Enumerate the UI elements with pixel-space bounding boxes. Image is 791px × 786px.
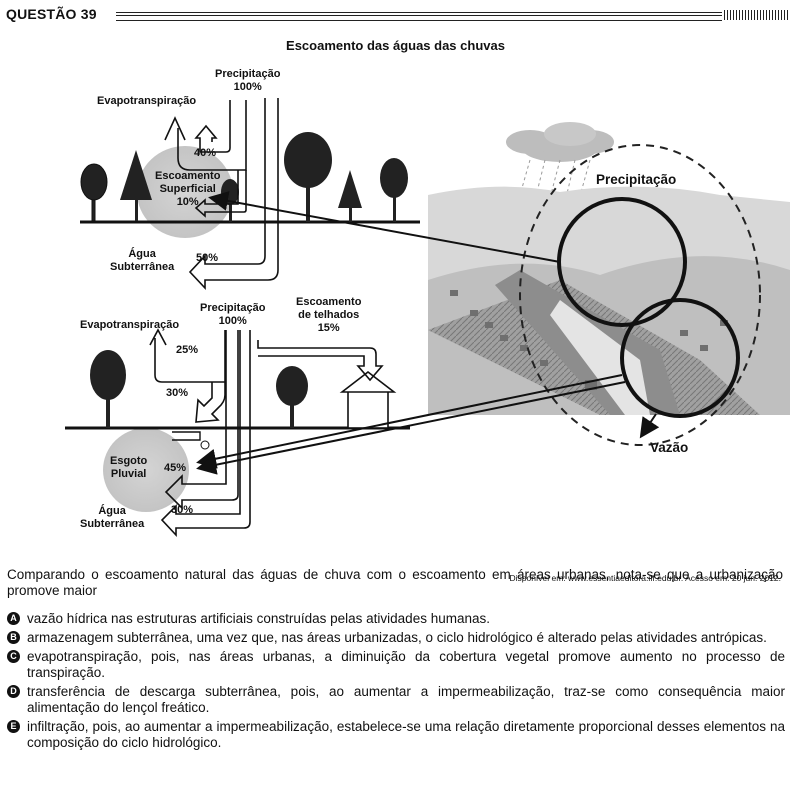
option-letter-badge: C (7, 650, 20, 663)
label-pct: 15% (317, 322, 340, 334)
natural-runoff-label: Escoamento Superficial 10% (155, 170, 220, 209)
runoff-diagram (65, 98, 790, 538)
flow-arrow (639, 413, 660, 439)
label-text: Subterrânea (80, 518, 145, 530)
natural-evapo-label: Evapotranspiração (97, 95, 197, 107)
option-b[interactable]: B armazenagem subterrânea, uma vez que, … (7, 630, 785, 646)
groundwater-arrow (188, 98, 279, 291)
question-number: QUESTÃO 39 (6, 6, 97, 22)
tree-icon (90, 350, 126, 428)
photo-flow-label: Vazão (650, 440, 689, 455)
option-text: evapotranspiração, pois, nas áreas urban… (27, 649, 785, 680)
urban-scene (65, 328, 410, 538)
label-pct: 10% (176, 196, 199, 208)
label-text: Precipitação (215, 68, 281, 80)
storm-sewer-label: Esgoto Pluvial (110, 455, 147, 481)
tree-icon (276, 366, 308, 428)
label-text: Esgoto (110, 455, 148, 467)
urban-groundwater-pct: 30% (171, 504, 194, 516)
infiltration-arrow (195, 382, 226, 423)
house-icon (339, 370, 397, 429)
photo-precipitation-label: Precipitação (596, 172, 677, 187)
option-letter-badge: A (7, 612, 20, 625)
urban-groundwater-label: Água Subterrânea (80, 505, 144, 531)
option-text: transferência de descarga subterrânea, p… (27, 684, 785, 715)
urban-infiltration-pct: 30% (166, 387, 189, 399)
question-stem: Comparando o escoamento natural das água… (7, 567, 783, 598)
option-letter-badge: E (7, 720, 20, 733)
watershed-outline (519, 144, 761, 446)
label-text: de telhados (298, 309, 360, 321)
header-rule (116, 12, 722, 21)
option-text: vazão hídrica nas estruturas artificiais… (27, 611, 490, 626)
question-header: QUESTÃO 39 (6, 6, 788, 26)
natural-groundwater-pct: 50% (196, 252, 219, 264)
tree-icon (284, 132, 332, 222)
label-text: Pluvial (110, 468, 147, 480)
option-letter-badge: B (7, 631, 20, 644)
option-c[interactable]: C evapotranspiração, pois, nas áreas urb… (7, 649, 785, 681)
urban-photo (428, 122, 790, 446)
connector-arrow (196, 374, 623, 469)
answer-options: A vazão hídrica nas estruturas artificia… (7, 611, 785, 754)
option-text: infiltração, pois, ao aumentar a imperme… (27, 719, 785, 750)
label-text: Escoamento (296, 296, 362, 308)
cloud-icon (506, 122, 614, 162)
urban-evapo-label: Evapotranspiração (80, 319, 180, 331)
urban-evapo-pct: 25% (176, 344, 199, 356)
label-text: Água (128, 248, 156, 260)
figure-title: Escoamento das águas das chuvas (286, 38, 505, 53)
tree-icon (338, 170, 362, 222)
figure-source: Disponível em: www.essentiaeditora.iff.e… (509, 573, 781, 583)
natural-precipitation-label: Precipitação 100% (215, 68, 280, 94)
surface-runoff-circle (137, 146, 233, 238)
label-pct: 100% (233, 81, 262, 93)
evapotranspiration-arrow (164, 100, 247, 171)
label-pct: 100% (218, 315, 247, 327)
tree-icon (80, 163, 108, 222)
surface-runoff-arrow (194, 170, 247, 218)
tree-icon (380, 158, 408, 222)
option-e[interactable]: E infiltração, pois, ao aumentar a imper… (7, 719, 785, 751)
label-text: Água (98, 505, 126, 517)
label-text: Escoamento (155, 170, 221, 182)
connector-arrow (208, 191, 561, 263)
urban-precipitation-label: Precipitação 100% (200, 302, 265, 328)
option-a[interactable]: A vazão hídrica nas estruturas artificia… (7, 611, 785, 627)
header-barcode (724, 10, 788, 20)
natural-evapo-pct: 40% (194, 147, 217, 159)
connector-arrow (196, 381, 626, 475)
option-letter-badge: D (7, 685, 20, 698)
storm-sewer-arrow (164, 330, 239, 510)
evapotranspiration-arrow (149, 328, 226, 383)
flow-zoom-circle (620, 298, 740, 418)
label-text: Precipitação (200, 302, 266, 314)
tree-icon (120, 150, 152, 221)
roof-runoff-label: Escoamento de telhados 15% (296, 296, 361, 335)
natural-scene (80, 98, 420, 291)
groundwater-arrow (160, 330, 251, 538)
option-d[interactable]: D transferência de descarga subterrânea,… (7, 684, 785, 716)
label-text: Superficial (159, 183, 216, 195)
storm-sewer-pct: 45% (164, 462, 187, 474)
natural-groundwater-label: Água Subterrânea (110, 248, 174, 274)
label-text: Subterrânea (110, 261, 175, 273)
option-text: armazenagem subterrânea, uma vez que, na… (27, 630, 767, 645)
runoff-figure: Escoamento das águas das chuvas (0, 30, 791, 583)
roof-runoff-arrow (257, 340, 384, 382)
